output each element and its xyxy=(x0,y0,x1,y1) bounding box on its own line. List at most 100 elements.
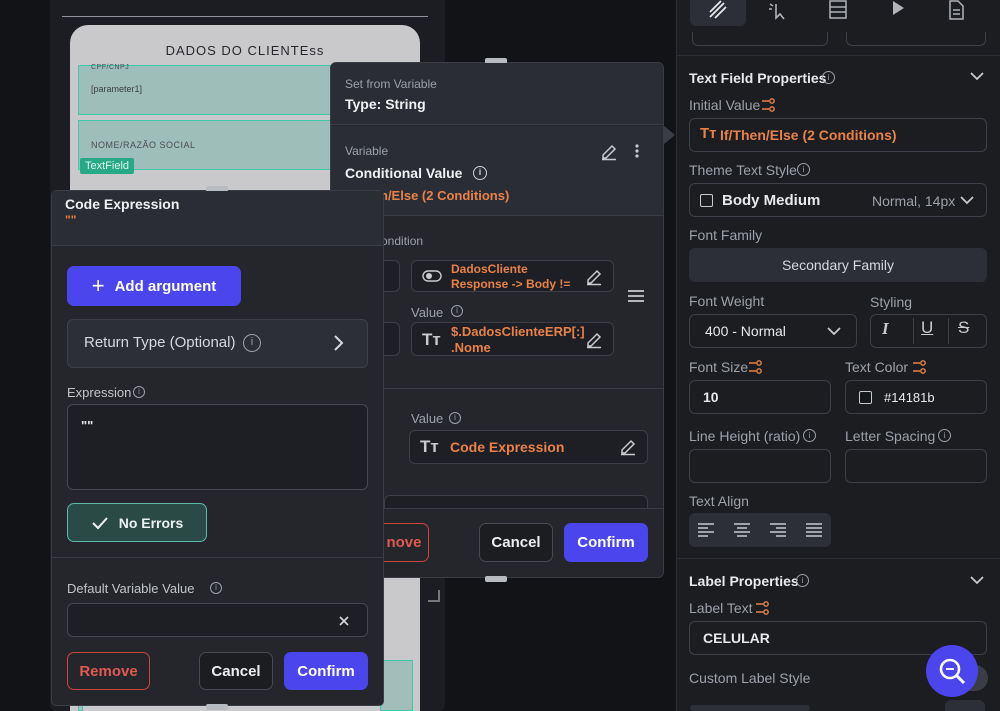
label-text-value: CELULAR xyxy=(703,630,770,646)
info-icon[interactable]: i xyxy=(210,582,222,594)
add-argument-label: Add argument xyxy=(114,277,217,295)
custom-label-style-label: Custom Label Style xyxy=(689,670,811,686)
value-pill-1[interactable] xyxy=(411,322,614,356)
align-justify-icon[interactable] xyxy=(805,522,823,538)
play-icon[interactable] xyxy=(890,0,906,16)
remove-button-partial[interactable]: nove xyxy=(380,523,429,562)
top-field-partial xyxy=(846,32,986,46)
table-icon[interactable] xyxy=(828,0,848,20)
info-icon[interactable]: i xyxy=(938,429,951,442)
toggle-partial xyxy=(945,700,985,711)
color-swatch[interactable] xyxy=(859,391,872,404)
document-icon[interactable] xyxy=(946,0,966,20)
font-size-value: 10 xyxy=(703,389,719,405)
condition-text-1: DadosCliente xyxy=(451,262,528,276)
cpf-field-label: CPF/CNPJ xyxy=(91,64,130,71)
edit-icon[interactable] xyxy=(600,143,618,161)
panel-drag-handle[interactable] xyxy=(485,58,507,64)
info-icon[interactable]: i xyxy=(822,71,835,84)
initial-value-input[interactable] xyxy=(689,118,987,152)
panel-drag-handle[interactable] xyxy=(206,704,228,710)
set-from-variable-label: Set from Variable xyxy=(345,77,437,91)
align-right-icon[interactable] xyxy=(769,522,787,538)
chevron-right-icon[interactable] xyxy=(332,334,344,352)
chevron-down-icon[interactable] xyxy=(969,575,985,585)
text-color-value: #14181b xyxy=(884,390,935,405)
search-fab[interactable] xyxy=(926,645,978,697)
label-text-label: Label Text xyxy=(689,600,753,616)
underline-icon[interactable]: U xyxy=(921,318,934,337)
phone-divider xyxy=(62,16,428,17)
return-type-row[interactable] xyxy=(67,319,368,368)
more-icon[interactable] xyxy=(632,143,642,159)
clear-icon[interactable] xyxy=(338,615,350,627)
chevron-down-icon[interactable] xyxy=(959,195,975,205)
info-icon[interactable]: i xyxy=(449,412,461,424)
font-weight-value: 400 - Normal xyxy=(705,323,786,339)
expression-editor[interactable] xyxy=(67,404,368,490)
divider xyxy=(948,318,949,344)
font-weight-label: Font Weight xyxy=(689,293,765,309)
text-field-properties-title: Text Field Properties xyxy=(689,70,827,86)
no-errors-status[interactable]: No Errors xyxy=(67,503,207,542)
panel-drag-handle[interactable] xyxy=(206,186,228,192)
cancel-button[interactable]: Cancel xyxy=(479,523,553,562)
expression-label: Expression xyxy=(67,385,132,400)
info-icon[interactable]: i xyxy=(797,163,810,176)
add-argument-button[interactable]: + Add argument xyxy=(67,266,241,306)
code-expression-header xyxy=(52,191,383,246)
confirm-button[interactable]: Confirm xyxy=(564,523,648,562)
panel-drag-handle[interactable] xyxy=(485,576,507,582)
line-height-input[interactable] xyxy=(689,449,831,483)
default-value-label: Default Variable Value xyxy=(67,581,195,596)
secondary-family-button[interactable]: Secondary Family xyxy=(689,248,987,282)
interaction-icon[interactable] xyxy=(766,0,790,20)
code-expression-subtitle: "" xyxy=(65,213,77,227)
font-size-input[interactable] xyxy=(689,380,831,414)
condition-pill-left xyxy=(384,260,400,292)
font-weight-select[interactable] xyxy=(689,314,857,348)
text-type-icon: Tт xyxy=(420,437,439,456)
value-label-1: Value xyxy=(411,305,444,320)
default-value-input[interactable] xyxy=(67,603,368,637)
partial-row xyxy=(690,705,810,711)
strikethrough-icon[interactable]: S xyxy=(958,318,970,337)
align-left-icon[interactable] xyxy=(697,522,715,538)
resize-handle-icon[interactable] xyxy=(428,590,440,602)
edit-icon[interactable] xyxy=(585,268,603,286)
info-icon[interactable]: i xyxy=(796,574,809,587)
value-pill-left xyxy=(384,322,400,356)
edit-icon[interactable] xyxy=(619,438,637,456)
text-color-label: Text Color xyxy=(845,359,909,375)
letter-spacing-input[interactable] xyxy=(845,449,987,483)
info-icon[interactable]: i xyxy=(243,334,261,352)
confirm-button[interactable]: Confirm xyxy=(284,652,368,690)
info-icon[interactable]: i xyxy=(133,386,145,398)
variable-icon[interactable] xyxy=(912,360,928,374)
chevron-down-icon[interactable] xyxy=(969,71,985,81)
plus-icon: + xyxy=(91,273,105,298)
name-field-label: NOME/RAZÃO SOCIAL xyxy=(91,140,196,150)
variable-icon[interactable] xyxy=(755,601,771,615)
checkbox[interactable] xyxy=(700,194,713,207)
text-align-label: Text Align xyxy=(689,493,749,509)
conditional-value-label: Conditional Value xyxy=(345,165,463,181)
drag-handle-icon[interactable] xyxy=(627,289,645,303)
variable-icon[interactable] xyxy=(748,360,764,374)
theme-text-style-select[interactable] xyxy=(689,183,987,217)
info-icon[interactable]: i xyxy=(451,305,463,317)
value-pill-2[interactable] xyxy=(409,430,648,464)
properties-icon[interactable] xyxy=(707,0,729,20)
italic-icon[interactable]: I xyxy=(882,319,889,338)
next-condition-pill xyxy=(384,495,648,509)
align-center-icon[interactable] xyxy=(733,522,751,538)
remove-button[interactable]: Remove xyxy=(67,652,150,690)
chevron-down-icon[interactable] xyxy=(826,326,842,336)
info-icon[interactable]: i xyxy=(803,429,816,442)
cancel-button[interactable]: Cancel xyxy=(199,652,273,690)
cpf-field-value: [parameter1] xyxy=(91,84,143,94)
info-icon[interactable]: i xyxy=(473,166,487,180)
edit-icon[interactable] xyxy=(585,331,603,349)
condition-pill[interactable] xyxy=(411,260,614,292)
variable-icon[interactable] xyxy=(761,98,777,112)
